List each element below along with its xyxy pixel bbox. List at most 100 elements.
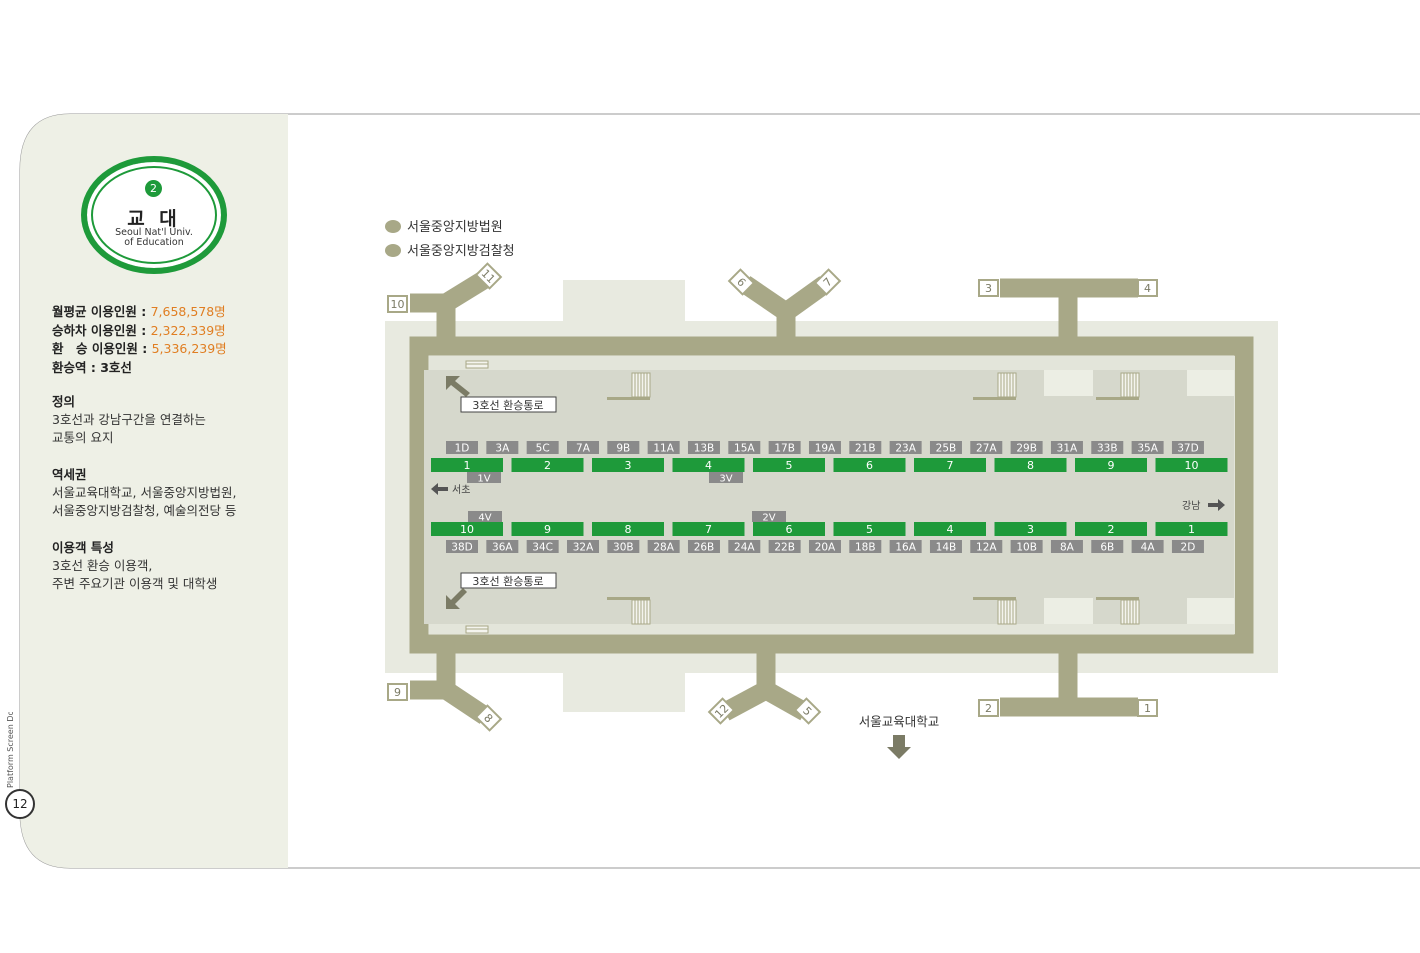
svg-text:21B: 21B <box>855 443 876 455</box>
station-badge: 2 교 대 Seoul Nat'l Univ. of Education <box>81 156 227 274</box>
door-code: 27A <box>970 441 1003 455</box>
direction-right: 강남 <box>1182 499 1225 512</box>
svg-text:11A: 11A <box>653 443 674 455</box>
svg-text:5: 5 <box>786 459 793 472</box>
svg-text:29B: 29B <box>1016 443 1037 455</box>
svg-text:2V: 2V <box>762 513 775 524</box>
svg-text:4: 4 <box>705 459 712 472</box>
svg-text:4V: 4V <box>478 513 491 524</box>
exit-tag-9: 9 <box>387 683 408 701</box>
stairs-icon <box>465 360 489 369</box>
legend-item-court: 서울중앙지방법원 <box>385 216 503 235</box>
svg-text:2: 2 <box>544 459 551 472</box>
train-car: 3 <box>994 522 1067 536</box>
legend-item-prosecution: 서울중앙지방검찰청 <box>385 240 515 259</box>
svg-text:6: 6 <box>866 459 873 472</box>
door-code: 2D <box>1171 540 1204 554</box>
svg-text:32A: 32A <box>573 542 594 554</box>
svg-text:10: 10 <box>1185 459 1199 472</box>
svg-text:36A: 36A <box>492 542 513 554</box>
svg-text:22B: 22B <box>774 542 795 554</box>
svg-text:19A: 19A <box>815 443 836 455</box>
special-marker: 3V <box>709 472 743 485</box>
page-number: 12 <box>5 789 35 819</box>
train-car: 9 <box>1075 458 1147 472</box>
door-code: 6B <box>1091 540 1124 554</box>
door-code: 5C <box>526 441 559 455</box>
door-code: 7A <box>566 441 599 455</box>
exit-tag-2: 2 <box>978 699 999 717</box>
svg-text:20A: 20A <box>815 542 836 554</box>
svg-text:2D: 2D <box>1181 542 1196 554</box>
side-label: Platform Screen Door <box>6 712 15 788</box>
door-code: 23A <box>889 441 922 455</box>
door-code: 36A <box>486 540 519 554</box>
concourse-corridors <box>409 270 1254 724</box>
door-code: 28A <box>647 540 680 554</box>
transfer-sign-top: 3호선 환승통로 <box>446 376 557 413</box>
svg-text:10B: 10B <box>1016 542 1037 554</box>
stairs-icon <box>1120 599 1140 625</box>
line-number-badge: 2 <box>145 180 162 197</box>
door-code: 32A <box>566 540 599 554</box>
svg-text:17B: 17B <box>774 443 795 455</box>
door-code: 13B <box>687 441 720 455</box>
svg-text:6: 6 <box>786 523 793 536</box>
train-car: 8 <box>994 458 1067 472</box>
exit-tag-3: 3 <box>978 279 999 297</box>
map-background <box>563 280 685 322</box>
svg-text:Platform Screen Door: Platform Screen Door <box>6 712 15 788</box>
svg-text:15A: 15A <box>734 443 755 455</box>
door-code: 34C <box>526 540 559 554</box>
door-code: 18B <box>849 540 882 554</box>
train-car: 7 <box>914 458 986 472</box>
stairs-icon <box>1120 372 1140 398</box>
door-code: 20A <box>808 540 841 554</box>
door-code: 38D <box>446 540 478 554</box>
svg-text:26B: 26B <box>694 542 715 554</box>
svg-text:24A: 24A <box>734 542 755 554</box>
svg-text:10: 10 <box>391 298 405 311</box>
door-code: 26B <box>687 540 720 554</box>
side-panel-bg <box>20 114 288 868</box>
door-code: 1D <box>446 441 478 455</box>
exit-tag-11: 11 <box>474 262 503 290</box>
station-name-en: Seoul Nat'l Univ. of Education <box>115 227 193 248</box>
train-car: 4 <box>914 522 986 536</box>
transfer-label: 3호선 환승통로 <box>472 575 543 588</box>
svg-text:1: 1 <box>464 459 471 472</box>
svg-text:9: 9 <box>1108 459 1115 472</box>
door-code: 4A <box>1131 540 1164 554</box>
door-code: 10B <box>1010 540 1043 554</box>
svg-text:31A: 31A <box>1057 443 1078 455</box>
special-marker: 4V <box>468 511 502 524</box>
svg-text:9: 9 <box>394 686 401 699</box>
stat-row: 승하차 이용인원 : 2,322,339명 <box>52 322 226 338</box>
door-code: 29B <box>1010 441 1043 455</box>
exit-tag-6: 6 <box>727 268 756 296</box>
svg-text:5C: 5C <box>536 443 550 455</box>
arrow-up-left-icon <box>446 376 470 397</box>
station-stats: 월평균 이용인원 : 7,658,578명 승하차 이용인원 : 2,322,3… <box>52 303 227 377</box>
svg-text:4: 4 <box>1144 282 1151 295</box>
svg-text:1: 1 <box>1188 523 1195 536</box>
transfer-sign-bottom: 3호선 환승통로 <box>446 572 557 609</box>
train-car: 5 <box>833 522 906 536</box>
door-code: 31A <box>1050 441 1083 455</box>
stat-row: 환승역 : 3호선 <box>52 359 132 375</box>
stat-row: 환 승 이용인원 : 5,336,239명 <box>52 341 227 356</box>
svg-text:28A: 28A <box>653 542 674 554</box>
train-car: 6 <box>833 458 906 472</box>
door-code: 16A <box>889 540 922 554</box>
door-code: 19A <box>808 441 841 455</box>
door-code: 21B <box>849 441 882 455</box>
door-code: 35A <box>1131 441 1164 455</box>
train-car: 3 <box>592 458 664 472</box>
section-area: 역세권 서울교육대학교, 서울중앙지방법원, 서울중앙지방검찰청, 예술의전당 … <box>52 467 237 518</box>
exit-tag-10: 10 <box>387 295 408 313</box>
svg-text:38D: 38D <box>451 542 472 554</box>
station-name-kr: 교 대 <box>127 208 181 230</box>
svg-text:3: 3 <box>1027 523 1034 536</box>
svg-text:7: 7 <box>947 459 954 472</box>
